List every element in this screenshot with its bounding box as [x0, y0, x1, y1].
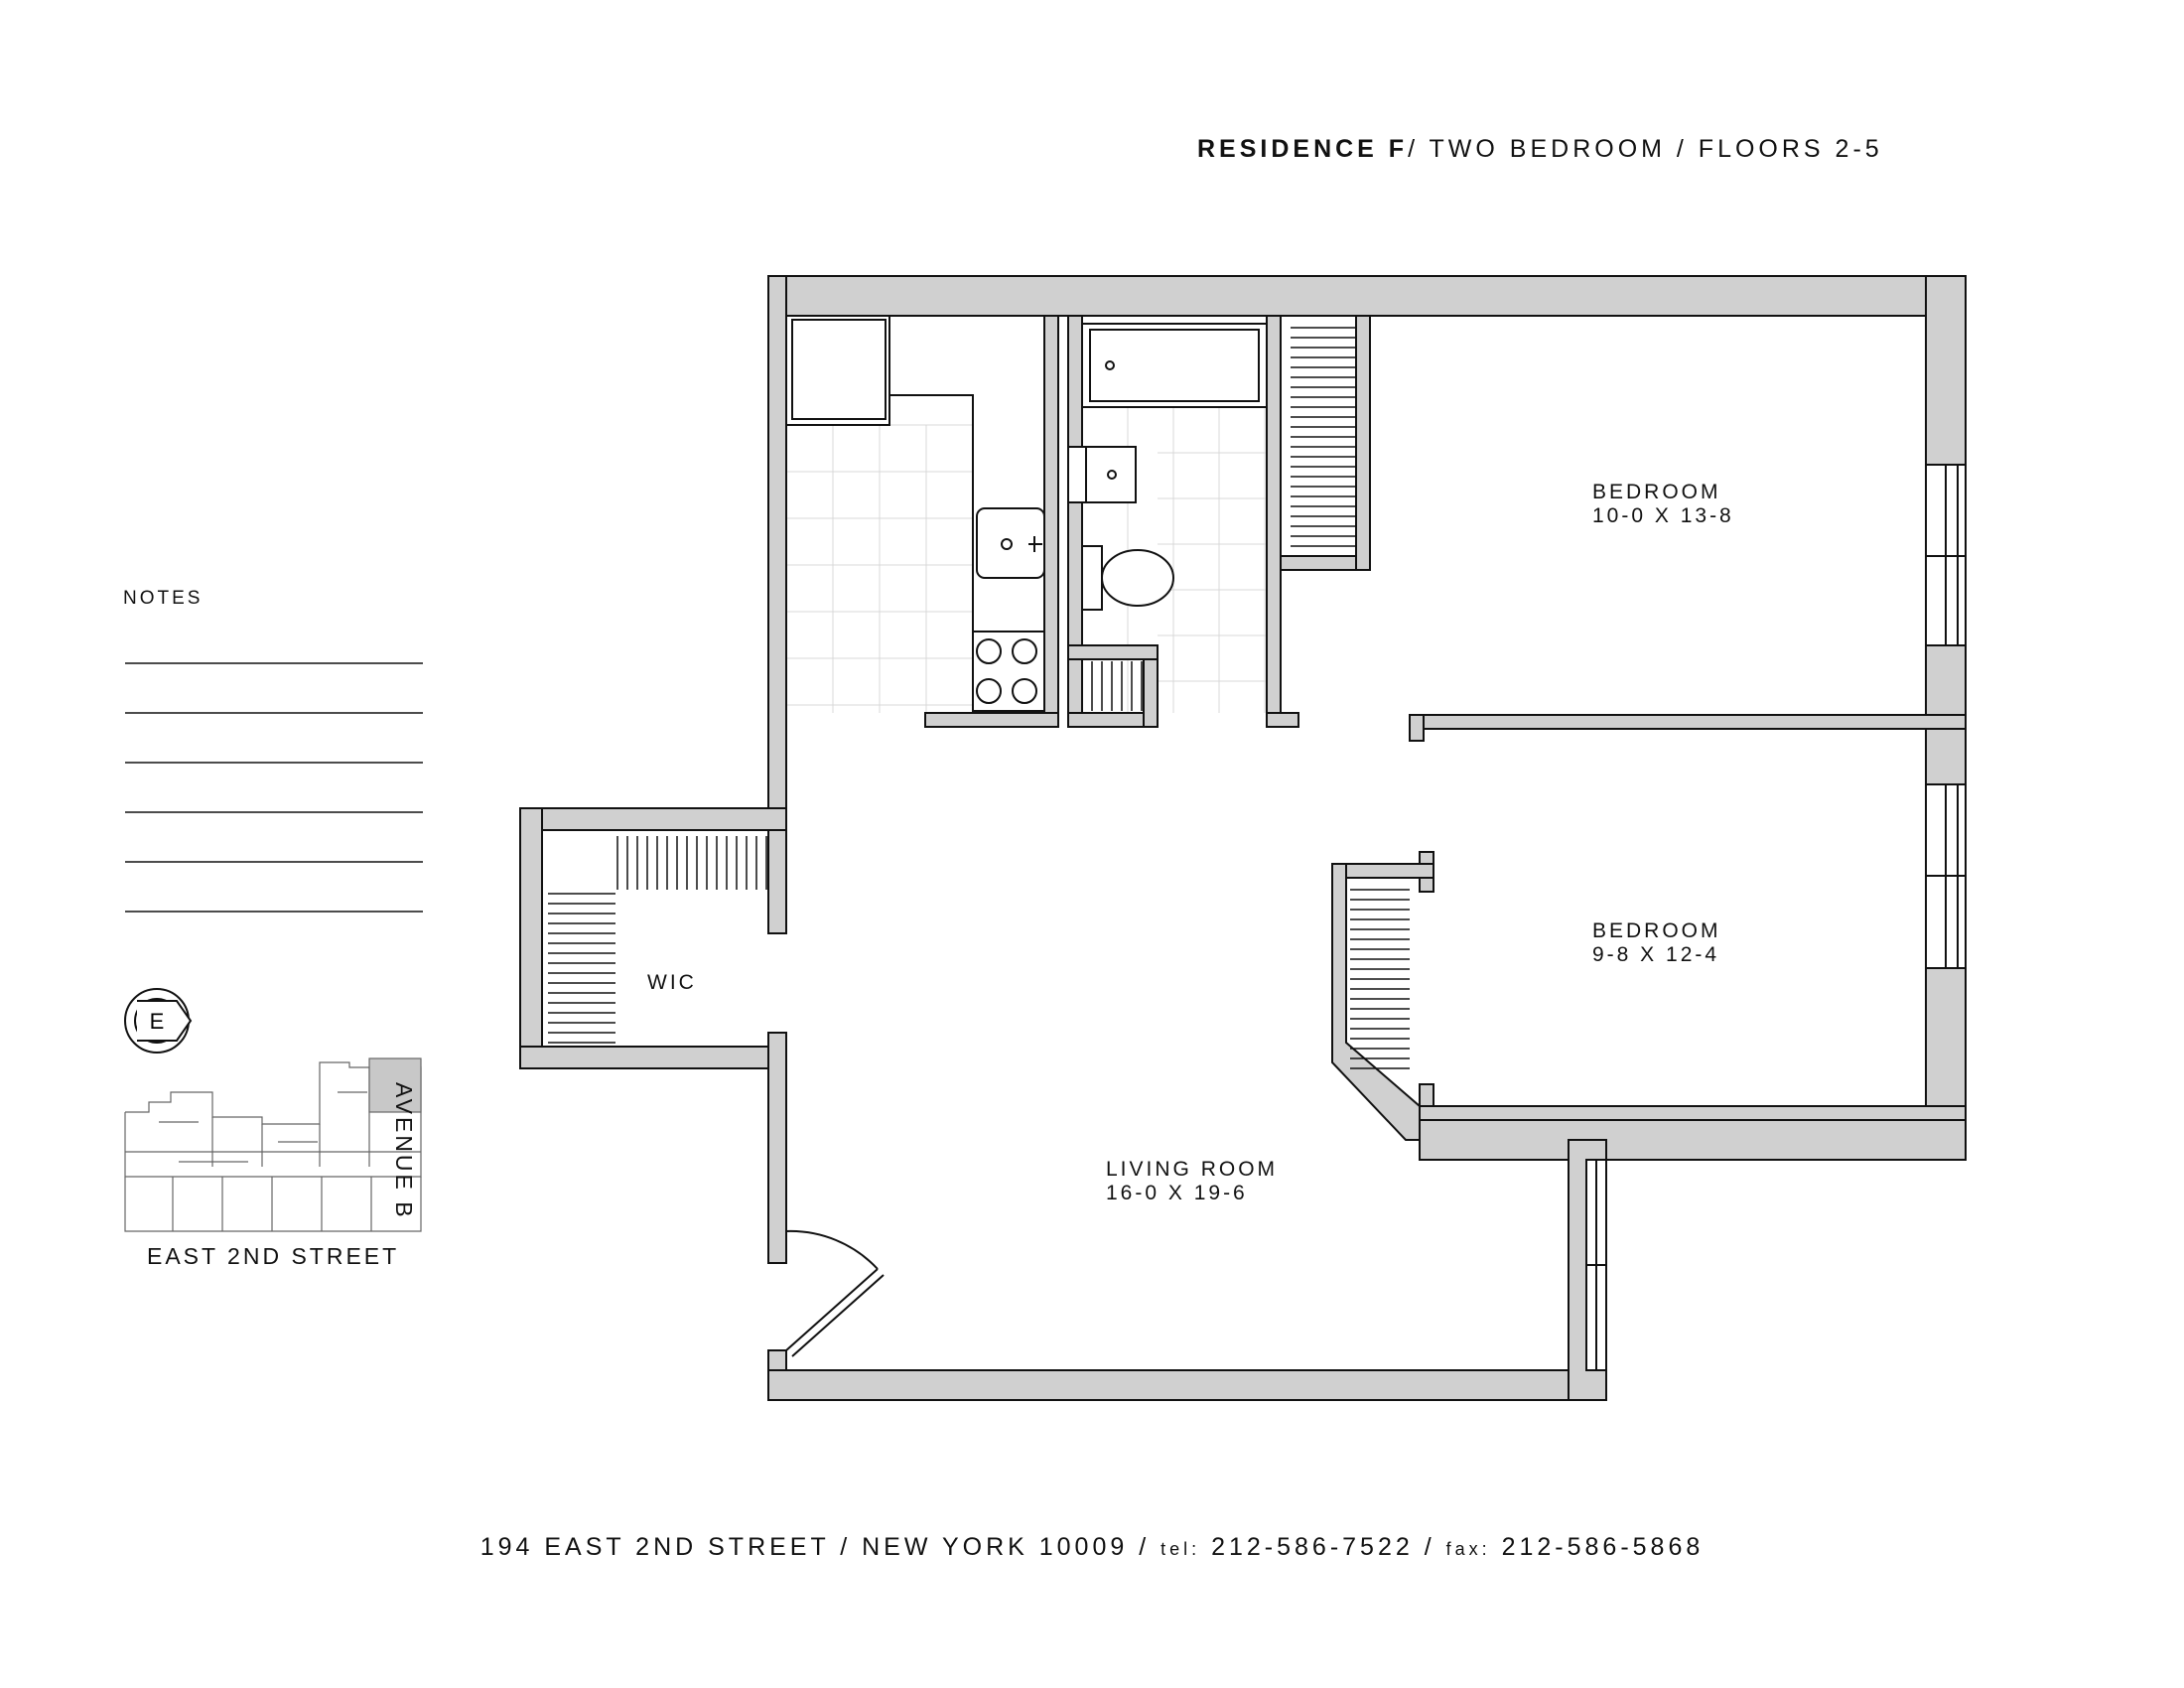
- compass-letter: E: [150, 1009, 165, 1034]
- footer-tel: 212-586-7522 /: [1200, 1533, 1446, 1561]
- key-plan-street-label: EAST 2ND STREET: [147, 1243, 400, 1269]
- footer-address: 194 EAST 2ND STREET / NEW YORK 10009 /: [479, 1533, 1161, 1561]
- room-name: BEDROOM: [1592, 481, 1721, 503]
- bath-fixtures: [1067, 323, 1268, 611]
- plan-title: RESIDENCE F/ TWO BEDROOM / FLOORS 2-5: [1197, 135, 1883, 164]
- footer-fax: 212-586-5868: [1490, 1533, 1705, 1561]
- footer-tel-label: tel:: [1160, 1539, 1201, 1559]
- footer-fax-label: fax:: [1445, 1539, 1491, 1559]
- kitchen-fixtures: [785, 315, 1045, 712]
- walls: [519, 275, 1967, 1401]
- room-bedroom-1: BEDROOM 10-0 X 13-8: [1592, 481, 1734, 528]
- room-bedroom-2: BEDROOM 9-8 X 12-4: [1592, 919, 1721, 967]
- room-name: BEDROOM: [1592, 919, 1721, 942]
- notes-label: NOTES: [123, 588, 204, 609]
- room-size: 10-0 X 13-8: [1592, 504, 1734, 527]
- footer-contact: 194 EAST 2ND STREET / NEW YORK 10009 / t…: [0, 1533, 2184, 1562]
- residence-name: RESIDENCE F: [1197, 135, 1409, 163]
- closet-shelving: [548, 327, 1410, 1069]
- room-wic: WIC: [647, 971, 697, 995]
- room-size: 9-8 X 12-4: [1592, 943, 1720, 966]
- key-plan-unit-highlight: [368, 1057, 422, 1113]
- room-name: LIVING ROOM: [1106, 1158, 1279, 1181]
- plan-subtitle: / TWO BEDROOM / FLOORS 2-5: [1408, 135, 1883, 163]
- entry-door: [785, 1229, 885, 1357]
- compass-icon: [124, 988, 193, 1054]
- key-plan-avenue-label: AVENUE B: [391, 1082, 417, 1220]
- room-size: 16-0 X 19-6: [1106, 1182, 1248, 1204]
- room-living: LIVING ROOM 16-0 X 19-6: [1106, 1158, 1278, 1205]
- room-name: WIC: [647, 971, 697, 994]
- windows: [1585, 464, 1967, 1371]
- notes-lines: [125, 662, 423, 913]
